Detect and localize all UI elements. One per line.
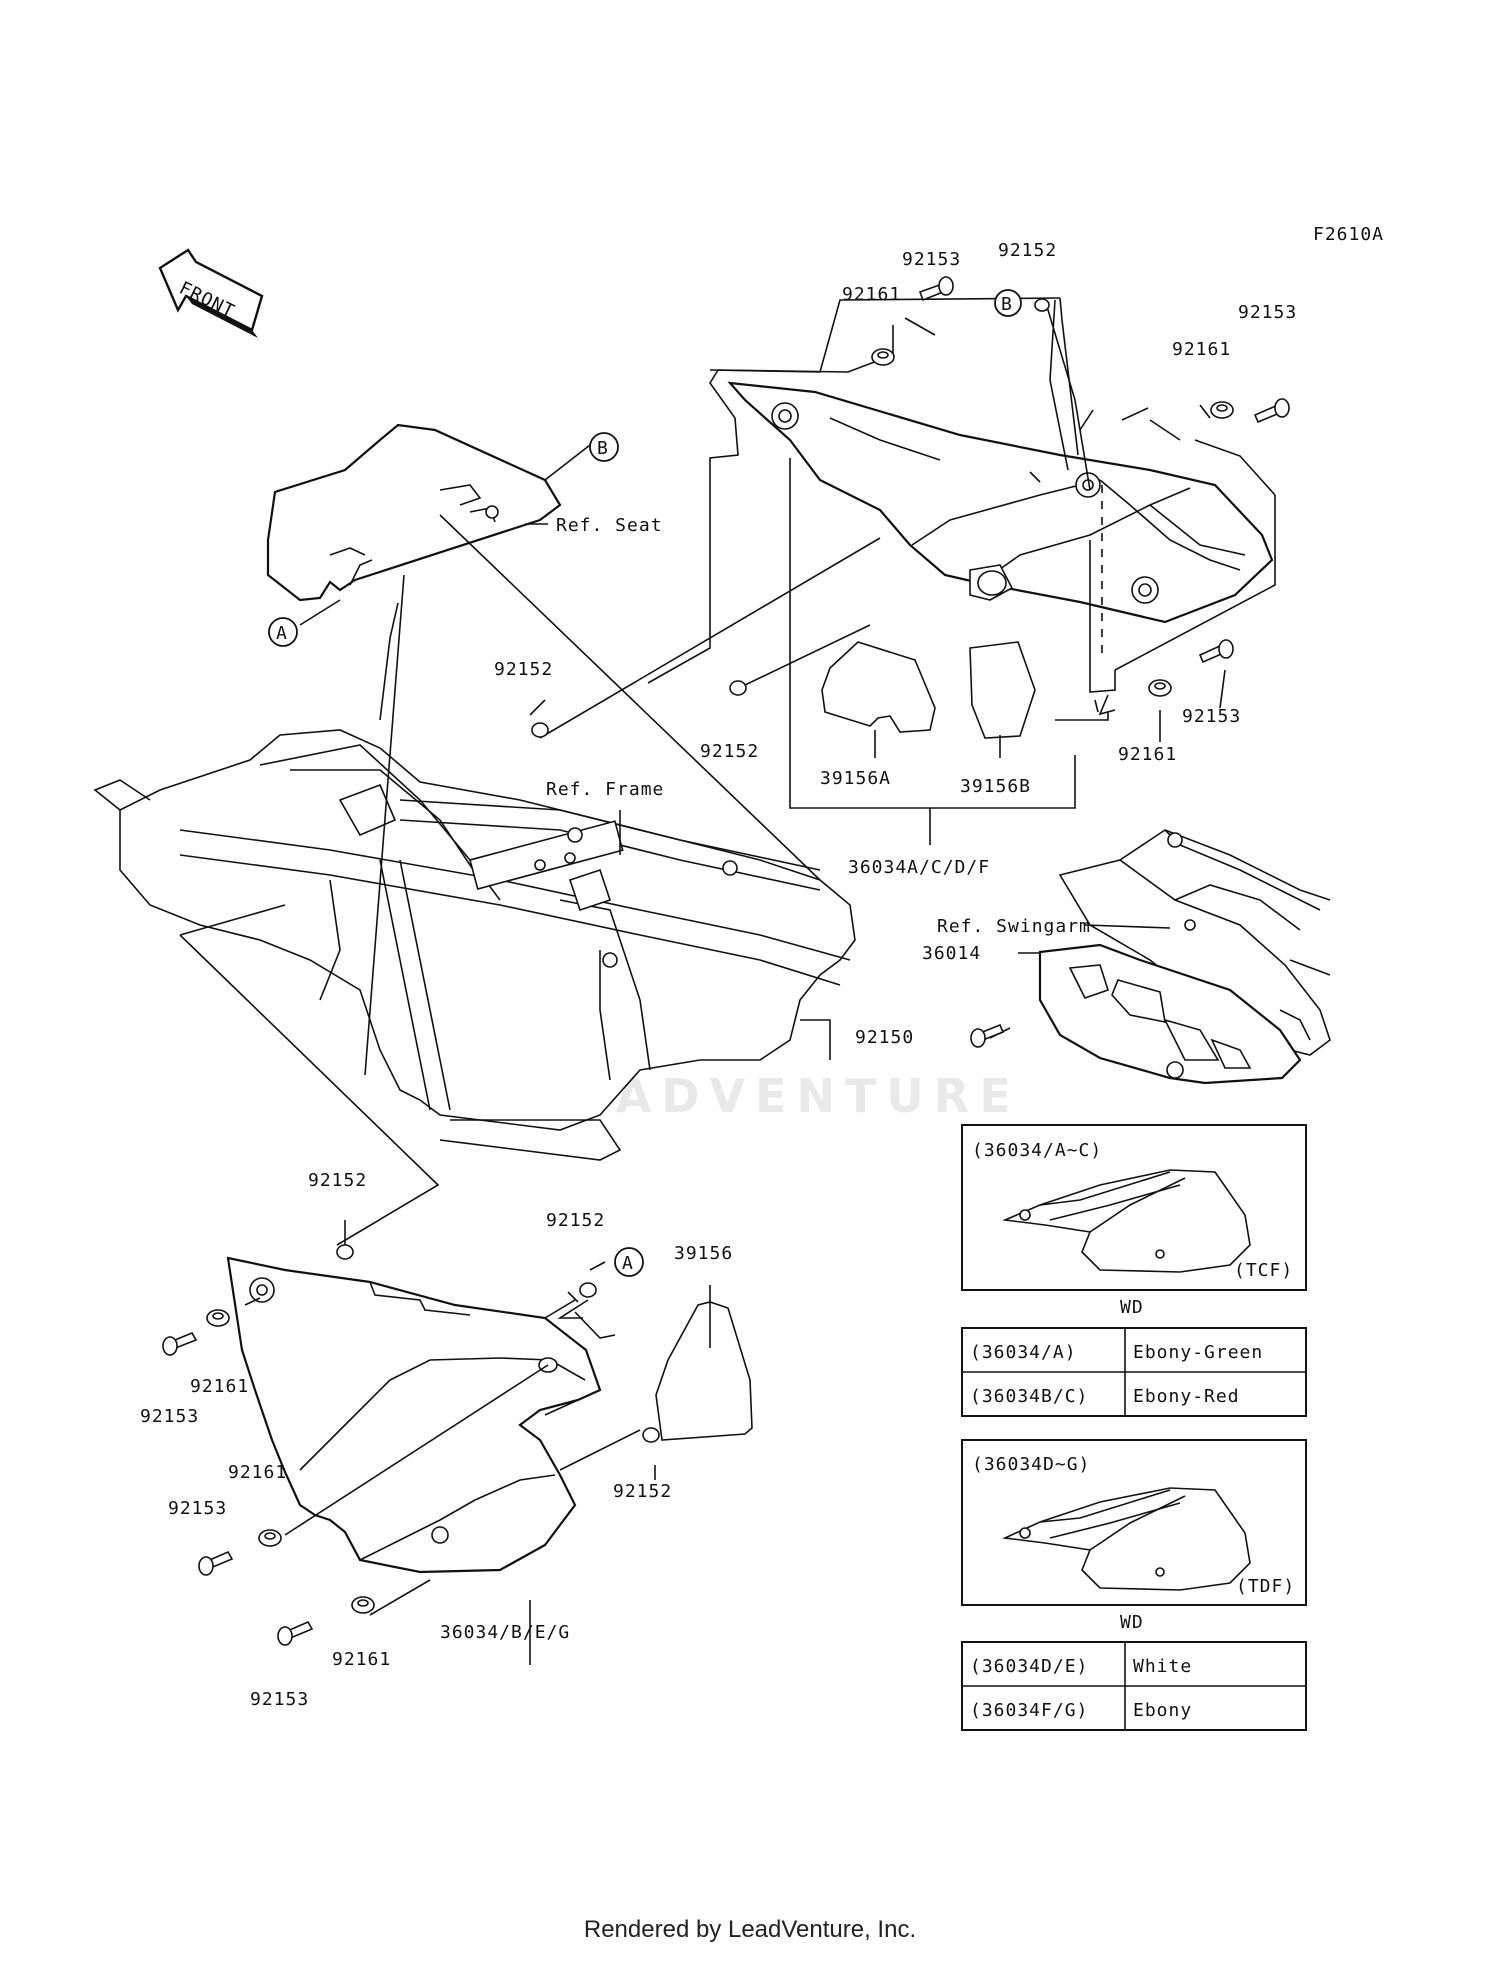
svg-text:A: A bbox=[622, 1253, 634, 1274]
part-92161-mid-right: 92161 bbox=[1118, 744, 1177, 765]
footer-credit: Rendered by LeadVenture, Inc. bbox=[583, 1916, 917, 1943]
part-92161-right: 92161 bbox=[1172, 339, 1231, 360]
inset2-caption: (36034D~G) bbox=[972, 1454, 1090, 1475]
side-cover-right bbox=[727, 381, 1274, 624]
table1-row2-code: (36034B/C) bbox=[970, 1386, 1088, 1407]
table2-row2-color: Ebony bbox=[1133, 1700, 1192, 1721]
part-92161-lower: 92161 bbox=[228, 1462, 287, 1483]
fasteners bbox=[162, 276, 1290, 1646]
inset2-model: WD bbox=[1120, 1612, 1144, 1633]
part-36034ACDF: 36034A/C/D/F bbox=[848, 857, 990, 878]
front-arrow-icon: FRONT bbox=[158, 248, 264, 338]
part-39156: 39156 bbox=[674, 1243, 733, 1264]
table2-row1-code: (36034D/E) bbox=[970, 1656, 1088, 1677]
table2-row2-code: (36034F/G) bbox=[970, 1700, 1088, 1721]
part-92161-bottom: 92161 bbox=[332, 1649, 391, 1670]
part-92153-bottom: 92153 bbox=[250, 1689, 309, 1710]
part-92153-left: 92153 bbox=[140, 1406, 199, 1427]
table1-row1-color: Ebony-Green bbox=[1133, 1342, 1263, 1363]
marker-a-lower: A bbox=[614, 1247, 644, 1277]
part-36034BEG: 36034/B/E/G bbox=[440, 1622, 570, 1643]
part-92150: 92150 bbox=[855, 1027, 914, 1048]
marker-a-seat: A bbox=[268, 617, 298, 647]
inset2-tag: (TDF) bbox=[1236, 1576, 1295, 1597]
part-36014: 36014 bbox=[922, 943, 981, 964]
color-table-1: (36034/A) Ebony-Green (36034B/C) Ebony-R… bbox=[961, 1327, 1307, 1417]
seat-ref-drawing bbox=[266, 423, 562, 602]
side-cover-left bbox=[226, 1256, 602, 1574]
decal-39156A bbox=[821, 641, 936, 733]
part-92161-top: 92161 bbox=[842, 284, 901, 305]
part-92152-lower: 92152 bbox=[546, 1210, 605, 1231]
svg-text:B: B bbox=[597, 438, 609, 459]
marker-b-seat: B bbox=[589, 432, 619, 462]
decal-39156 bbox=[655, 1301, 753, 1441]
swingarm-ref-drawing bbox=[1058, 829, 1331, 1056]
callout-lines bbox=[179, 297, 1276, 1665]
inset1-caption: (36034/A~C) bbox=[972, 1140, 1102, 1161]
marker-b-top: B bbox=[994, 289, 1022, 317]
table1-row2-color: Ebony-Red bbox=[1133, 1386, 1240, 1407]
color-table-2: (36034D/E) White (36034F/G) Ebony bbox=[961, 1641, 1307, 1731]
part-92152-cover: 92152 bbox=[613, 1481, 672, 1502]
part-92152-frame: 92152 bbox=[494, 659, 553, 680]
svg-text:A: A bbox=[276, 623, 288, 644]
inset-36034-D-G: (36034D~G) (TDF) bbox=[961, 1439, 1307, 1606]
inset1-tag: (TCF) bbox=[1234, 1260, 1293, 1281]
table1-row1-code: (36034/A) bbox=[970, 1342, 1077, 1363]
frame-ref-drawing bbox=[93, 729, 856, 1161]
part-39156A: 39156A bbox=[820, 768, 891, 789]
ref-swingarm-label: Ref. Swingarm bbox=[937, 916, 1091, 937]
part-92153-top: 92153 bbox=[902, 249, 961, 270]
inset-36034-A-C: (36034/A~C) (TCF) bbox=[961, 1124, 1307, 1291]
svg-text:B: B bbox=[1001, 294, 1013, 315]
inset1-model: WD bbox=[1120, 1297, 1144, 1318]
part-39156B: 39156B bbox=[960, 776, 1031, 797]
part-92153-right: 92153 bbox=[1238, 302, 1297, 323]
ref-frame-label: Ref. Frame bbox=[546, 779, 664, 800]
figure-code: F2610A bbox=[1313, 224, 1384, 245]
part-92153-mid-right: 92153 bbox=[1182, 706, 1241, 727]
part-92161-left: 92161 bbox=[190, 1376, 249, 1397]
part-92153-lower: 92153 bbox=[168, 1498, 227, 1519]
table2-row1-color: White bbox=[1133, 1656, 1192, 1677]
part-92152-left: 92152 bbox=[308, 1170, 367, 1191]
part-92152-top: 92152 bbox=[998, 240, 1057, 261]
ref-seat-label: Ref. Seat bbox=[556, 515, 663, 536]
part-92152-mid: 92152 bbox=[700, 741, 759, 762]
chain-guard-36014 bbox=[1038, 943, 1302, 1085]
decal-39156B bbox=[969, 641, 1036, 739]
